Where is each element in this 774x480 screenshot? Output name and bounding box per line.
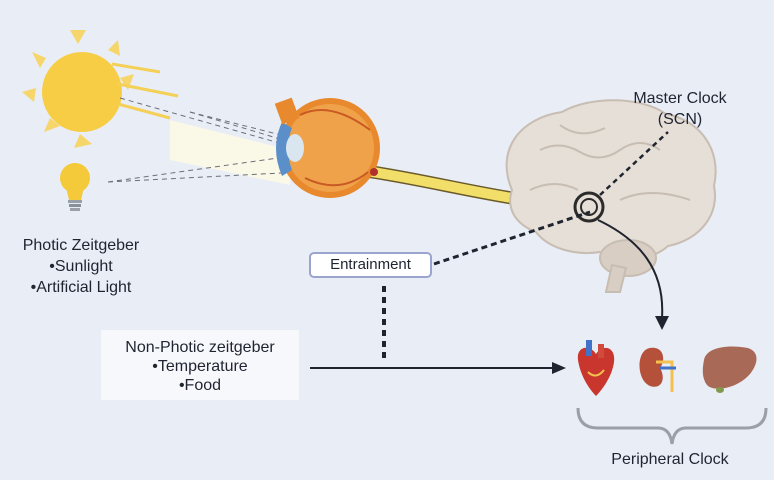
master-clock-title: Master Clock	[633, 90, 727, 107]
non-photic-zeitgeber-box: Non-Photic zeitgeber •Temperature •Food	[101, 330, 299, 400]
light-beam	[170, 120, 290, 185]
light-bulb-icon	[60, 163, 90, 211]
heart-icon	[577, 340, 615, 396]
kidney-icon	[639, 347, 676, 392]
liver-icon	[702, 346, 757, 393]
entrainment-link-brain	[433, 210, 591, 266]
peripheral-clock-title: Peripheral Clock	[611, 451, 729, 468]
scn-pointer-line	[599, 131, 669, 196]
photic-item-sunlight: •Sunlight	[49, 258, 113, 275]
brain-to-organs-arrow	[597, 219, 664, 319]
photic-title: Photic Zeitgeber	[22, 237, 140, 254]
master-clock-label: Master Clock (SCN)	[610, 88, 750, 130]
peripheral-bracket	[576, 407, 768, 445]
photic-item-artificial-light: •Artificial Light	[30, 279, 132, 296]
entrainment-box: Entrainment	[309, 252, 432, 278]
entrainment-label: Entrainment	[330, 256, 411, 273]
master-clock-scn: (SCN)	[657, 111, 703, 128]
brain-icon	[505, 99, 717, 293]
non-photic-title: Non-Photic zeitgeber	[125, 339, 275, 356]
non-photic-item-temperature: •Temperature	[152, 358, 248, 375]
peripheral-clock-label: Peripheral Clock	[590, 449, 750, 470]
photic-zeitgeber-label: Photic Zeitgeber •Sunlight •Artificial L…	[6, 235, 156, 298]
sun-icon	[22, 30, 179, 148]
non-photic-item-food: •Food	[178, 377, 222, 394]
eye-icon	[274, 97, 380, 198]
